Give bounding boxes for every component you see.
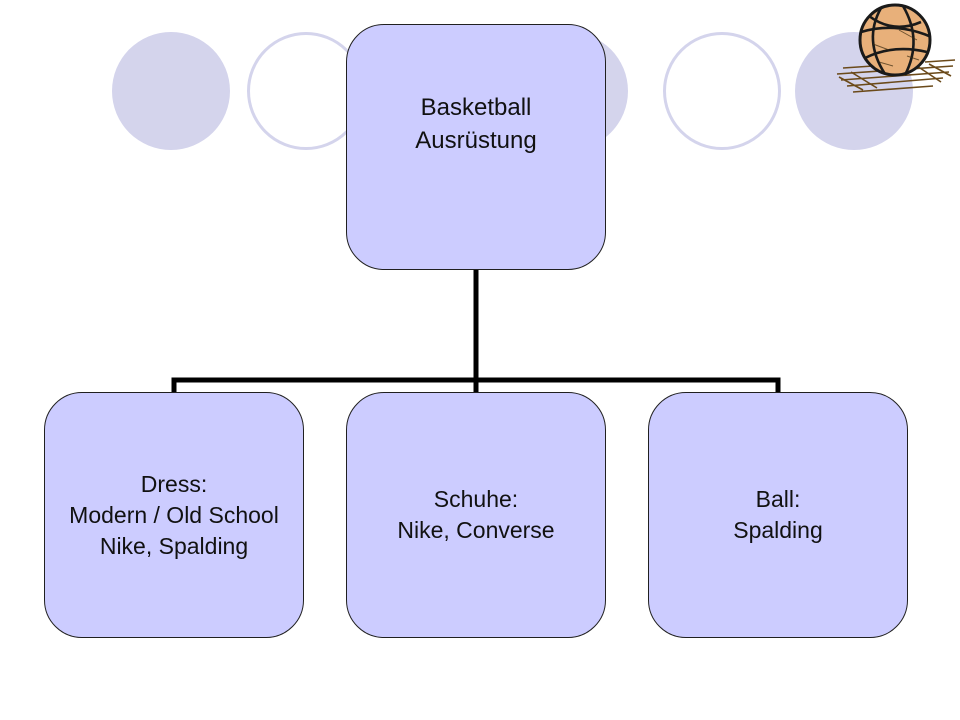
- child-node-shoes: Schuhe: Nike, Converse: [346, 392, 606, 638]
- decorative-circle: [663, 32, 781, 150]
- child-node-label: Ball: Spalding: [733, 486, 823, 543]
- child-node-label: Dress: Modern / Old School Nike, Spaldin…: [69, 470, 279, 559]
- child-node-ball: Ball: Spalding: [648, 392, 908, 638]
- root-node: Basketball Ausrüstung: [346, 24, 606, 270]
- root-node-label: Basketball Ausrüstung: [415, 94, 537, 154]
- child-node-dress: Dress: Modern / Old School Nike, Spaldin…: [44, 392, 304, 638]
- basketball-icon: [836, 3, 956, 93]
- decorative-circle: [247, 32, 365, 150]
- decorative-circle: [112, 32, 230, 150]
- child-node-label: Schuhe: Nike, Converse: [397, 486, 555, 543]
